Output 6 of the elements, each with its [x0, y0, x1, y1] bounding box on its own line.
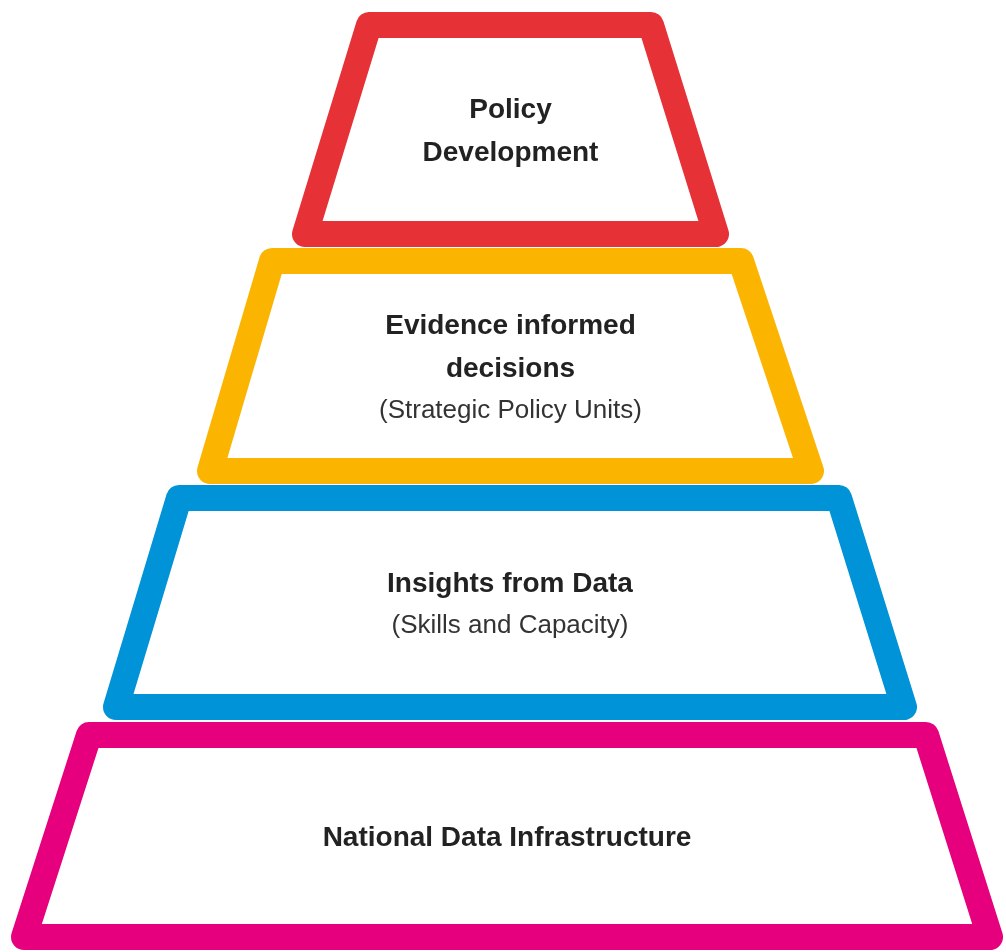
tier-heading: Evidence informed decisions: [384, 308, 637, 385]
tier-subtitle: (Skills and Capacity): [391, 608, 629, 641]
tier-heading: Policy Development: [421, 91, 600, 169]
tier-heading: Insights from Data: [387, 566, 633, 600]
tier-subtitle: (Strategic Policy Units): [379, 393, 642, 426]
tier-heading: National Data Infrastructure: [322, 819, 692, 854]
